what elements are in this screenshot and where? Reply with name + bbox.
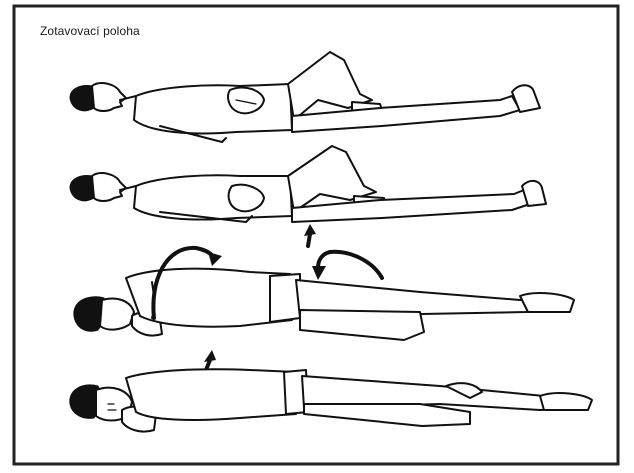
step-3-figure [74,269,574,340]
step-3-torso [126,269,292,327]
step-3-foot [520,293,574,312]
step-4-foot [540,393,592,410]
step-2-head [92,173,126,201]
rotation-arrow-right-head [312,266,326,280]
push-arrow-3-head [204,350,216,362]
step-4-bent-knee [304,404,470,426]
push-arrow-shaft [308,234,310,246]
step-1-torso [134,84,292,134]
rotation-arrow-right [318,252,382,278]
step-3-push-arrow [204,350,216,370]
step-1-arm [228,88,264,114]
step-3-head [100,299,134,330]
step-2-push-arrow [304,224,316,246]
step-2-figure [70,146,546,222]
step-4-figure [70,369,592,431]
rotation-arrow-left-head [208,252,222,266]
step-2-torso [134,175,292,219]
step-1-head [92,83,126,111]
step-3-bent-knee [300,310,424,340]
diagram-title: Zotavovací poloha [40,24,140,38]
step-1-figure [70,52,540,142]
step-4-torso [126,369,296,420]
push-arrow-head [304,224,316,236]
